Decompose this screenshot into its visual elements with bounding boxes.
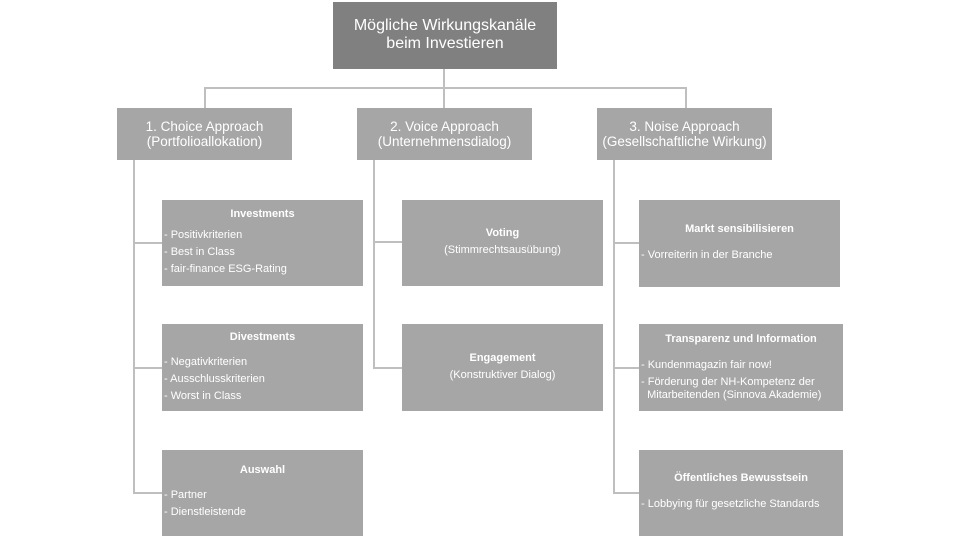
noise-approach-node: 3. Noise Approach (Gesellschaftliche Wir… [597, 108, 772, 160]
root-title-line1: Mögliche Wirkungskanäle [353, 17, 537, 34]
choice-subtitle: (Portfolioallokation) [146, 134, 263, 149]
connector-voice-drop [443, 87, 445, 108]
auswahl-node: Auswahl - Partner - Dienstleistende [162, 450, 363, 536]
transparenz-node: Transparenz und Information - Kundenmaga… [639, 324, 843, 411]
engagement-subtitle: (Konstruktiver Dialog) [449, 369, 556, 381]
root-title-line2: beim Investieren [386, 35, 504, 52]
noise-branch-transparenz [613, 367, 640, 369]
connector-noise-drop [685, 87, 687, 108]
transparenz-item: - Kundenmagazin fair now! [641, 359, 772, 371]
engagement-node: Engagement (Konstruktiver Dialog) [402, 324, 603, 411]
auswahl-item: - Dienstleistende [164, 506, 246, 518]
transparenz-item: - Förderung der NH-Kompetenz der [641, 376, 815, 388]
markt-title: Markt sensibilisieren [685, 223, 794, 235]
oeffentlich-title: Öffentliches Bewusstsein [674, 472, 808, 484]
engagement-title: Engagement [469, 352, 536, 364]
noise-subtitle: (Gesellschaftliche Wirkung) [602, 134, 767, 149]
connector-choice-drop [204, 87, 206, 108]
investments-title: Investments [230, 208, 295, 220]
voting-node: Voting (Stimmrechtsausübung) [402, 200, 603, 286]
voice-subtitle: (Unternehmensdialog) [377, 134, 512, 149]
noise-branch-markt [613, 242, 640, 244]
choice-branch-investments [133, 242, 163, 244]
oeffentlich-item: - Lobbying für gesetzliche Standards [641, 498, 820, 510]
investments-item: - Best in Class [164, 246, 235, 258]
voice-branch-voting [373, 241, 403, 243]
markt-node: Markt sensibilisieren - Vorreiterin in d… [639, 200, 840, 287]
divestments-item: - Ausschlusskriterien [164, 373, 265, 385]
choice-branch-divestments [133, 367, 163, 369]
noise-title: 3. Noise Approach [629, 119, 740, 134]
transparenz-title: Transparenz und Information [665, 333, 817, 345]
investments-item: - fair-finance ESG-Rating [164, 263, 287, 275]
markt-item: - Vorreiterin in der Branche [641, 249, 773, 261]
voice-branch-engagement [373, 367, 403, 369]
voice-title: 2. Voice Approach [390, 119, 499, 134]
root-connector-vertical [443, 68, 445, 88]
choice-approach-node: 1. Choice Approach (Portfolioallokation) [117, 108, 292, 160]
divestments-item: - Worst in Class [164, 390, 242, 402]
divestments-node: Divestments - Negativkriterien - Ausschl… [162, 324, 363, 411]
auswahl-item: - Partner [164, 489, 207, 501]
voice-spine [373, 160, 375, 369]
auswahl-title: Auswahl [239, 464, 286, 476]
divestments-title: Divestments [229, 331, 296, 343]
voting-title: Voting [485, 227, 520, 239]
investments-node: Investments - Positivkriterien - Best in… [162, 200, 363, 286]
voice-approach-node: 2. Voice Approach (Unternehmensdialog) [357, 108, 532, 160]
investments-item: - Positivkriterien [164, 229, 243, 241]
choice-title: 1. Choice Approach [145, 119, 264, 134]
oeffentlich-node: Öffentliches Bewusstsein - Lobbying für … [639, 450, 843, 536]
choice-spine [133, 160, 135, 493]
choice-branch-auswahl [133, 492, 163, 494]
root-node: Mögliche Wirkungskanäle beim Investieren [333, 2, 557, 69]
top-connector-horizontal [204, 87, 686, 89]
voting-subtitle: (Stimmrechtsausübung) [444, 244, 561, 256]
noise-spine [613, 160, 615, 493]
divestments-item: - Negativkriterien [164, 356, 248, 368]
noise-branch-oeffentlich [613, 492, 640, 494]
transparenz-item: Mitarbeitenden (Sinnova Akademie) [641, 389, 822, 401]
